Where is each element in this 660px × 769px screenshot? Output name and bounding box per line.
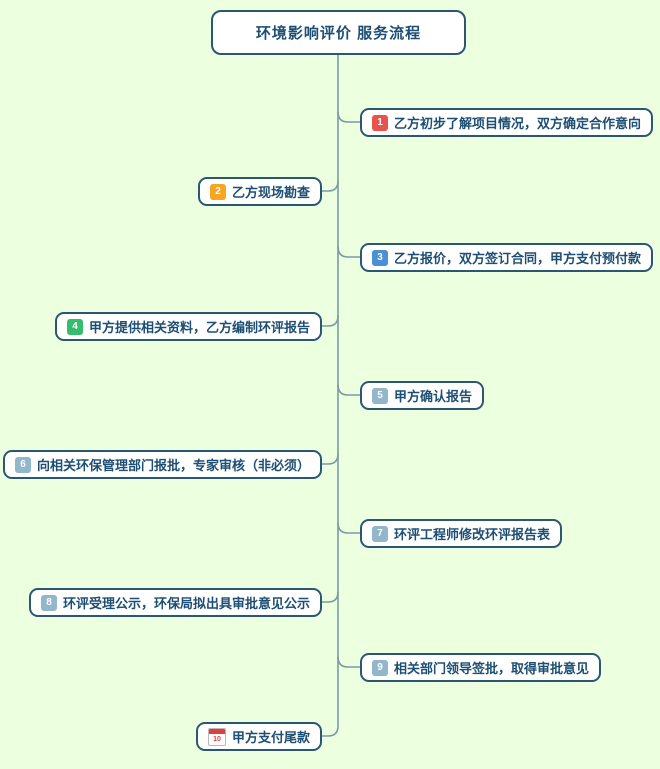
step-label: 乙方初步了解项目情况，双方确定合作意向 [394,116,642,131]
step-number-badge: 5 [372,387,388,404]
step-node-5: 5 甲方确认报告 [360,381,485,410]
step-number-badge: 3 [372,249,388,266]
step-node-9: 9 相关部门领导签批，取得审批意见 [360,653,602,682]
step-node-4: 4 甲方提供相关资料，乙方编制环评报告 [54,312,322,341]
root-node-title: 环境影响评价 服务流程 [211,10,466,55]
calendar-icon-number: 10 [213,735,221,743]
step-node-2: 2 乙方现场勘查 [197,177,322,206]
step-label: 甲方提供相关资料，乙方编制环评报告 [88,320,310,335]
step-label: 相关部门领导签批，取得审批意见 [394,661,590,676]
step-number-badge: 2 [209,183,226,200]
step-label: 向相关环保管理部门报批，专家审核（非必须） [36,458,310,473]
step-label: 环评工程师修改环评报告表 [394,527,551,542]
step-label: 环评受理公示，环保局拟出具审批意见公示 [62,596,310,611]
step-node-8: 8 环评受理公示，环保局拟出具审批意见公示 [28,588,322,617]
calendar-icon-header [208,728,225,734]
step-number-badge: 1 [372,114,388,131]
step-node-10: 10 甲方支付尾款 [195,722,322,751]
calendar-icon: 10 [207,727,226,746]
step-node-6: 6 向相关环保管理部门报批，专家审核（非必须） [2,450,322,479]
step-label: 甲方支付尾款 [231,730,310,745]
step-node-3: 3 乙方报价，双方签订合同，甲方支付预付款 [360,243,654,272]
step-label: 甲方确认报告 [394,389,473,404]
step-label: 乙方现场勘查 [231,185,310,200]
step-node-7: 7 环评工程师修改环评报告表 [360,519,563,548]
step-number-badge: 7 [372,525,388,542]
step-number-badge: 6 [14,456,31,473]
step-node-1: 1 乙方初步了解项目情况，双方确定合作意向 [360,108,654,137]
step-number-badge: 4 [66,318,83,335]
step-number-badge: 9 [372,659,388,676]
step-number-badge: 8 [40,594,57,611]
step-label: 乙方报价，双方签订合同，甲方支付预付款 [394,251,642,266]
